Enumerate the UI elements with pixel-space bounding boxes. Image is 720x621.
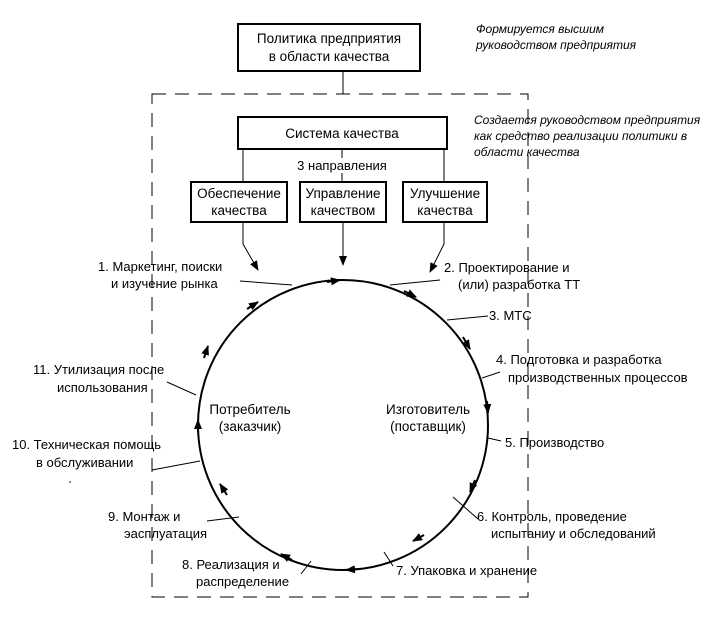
leader-6 — [452, 496, 479, 520]
quality-system-boundary — [151, 93, 529, 598]
loop-arrow — [403, 289, 417, 298]
stage-2-line-2: (или) разработка ТТ — [458, 277, 580, 292]
loop-arrow — [412, 533, 425, 542]
leader-2 — [389, 279, 441, 286]
system-note-line-3: области качества — [474, 145, 580, 159]
leader-4 — [481, 371, 501, 379]
loop-arrow — [219, 483, 229, 496]
loop-arrows — [194, 277, 492, 574]
stage-9-line-1: 9. Монтаж и — [108, 509, 180, 524]
direction-1-line-1: Обеспечение — [197, 186, 281, 201]
stage-7-line-1: 7. Упаковка и хранение — [396, 563, 537, 578]
directions-label: 3 направления — [297, 158, 387, 173]
stray-dot — [69, 481, 71, 483]
direction-box-improvement — [402, 181, 488, 223]
leader-10 — [151, 460, 201, 471]
stage-1-line-1: 1. Маркетинг, поиски — [98, 259, 222, 274]
loop-arrow — [462, 336, 471, 350]
stage-8-line-1: 8. Реализация и — [182, 557, 280, 572]
policy-box-line-2: в области качества — [269, 49, 390, 64]
leader-3 — [446, 315, 489, 321]
stage-8-line-2: распределение — [196, 574, 289, 589]
stage-10-line-1: 10. Техническая помощь — [12, 437, 161, 452]
policy-box — [237, 23, 421, 72]
stage-4-line-1: 4. Подготовка и разработка — [496, 352, 662, 367]
loop-arrow — [280, 553, 293, 562]
direction-box-management — [299, 181, 387, 223]
quality-system-label: Система качества — [285, 126, 399, 141]
stage-11-line-1: 11. Утилизация после — [33, 362, 164, 377]
stage-10-line-2: в обслуживании — [36, 455, 133, 470]
leader-9 — [206, 516, 240, 522]
loop-arrow — [483, 400, 492, 414]
loop-arrow — [326, 277, 341, 286]
stage-3-line-1: 3. МТС — [489, 308, 532, 323]
leader-5 — [487, 437, 502, 442]
quality-system-box — [237, 116, 448, 150]
loop-arrow — [469, 479, 478, 493]
stage-leaders — [151, 279, 502, 575]
direction-3-line-1: Улучшение — [410, 186, 480, 201]
consumer-line-2: (заказчик) — [219, 419, 281, 434]
consumer-line-1: Потребитель — [209, 402, 290, 417]
stage-4-line-2: производственных процессов — [508, 370, 688, 385]
stage-5-line-1: 5. Производство — [505, 435, 604, 450]
stage-11-line-2: использования — [57, 380, 148, 395]
stage-9-line-2: эасплуатация — [124, 526, 207, 541]
stage-1-line-2: и изучение рынка — [111, 276, 218, 291]
policy-note-line-2: руководством предприятия — [475, 38, 637, 52]
direction-box-assurance — [190, 181, 288, 223]
stage-6-line-1: 6. Контроль, проведение — [477, 509, 627, 524]
direction-3-line-2: качества — [417, 203, 473, 218]
stage-2-line-1: 2. Проектирование и — [444, 260, 570, 275]
policy-box-line-1: Политика предприятия — [257, 31, 401, 46]
leader-1 — [239, 280, 293, 286]
loop-arrow — [246, 301, 259, 311]
leader-11 — [166, 381, 197, 396]
system-note-line-1: Создается руководством предприятия — [474, 113, 701, 127]
arrow-assurance-to-loop — [242, 222, 259, 271]
leader-7 — [383, 551, 394, 567]
manufacturer-line-2: (поставщик) — [390, 419, 466, 434]
leader-8 — [300, 560, 312, 575]
direction-2-line-2: качеством — [311, 203, 376, 218]
policy-note-line-1: Формируется высшим — [476, 22, 604, 36]
system-note-line-2: как средство реализации политики в — [474, 129, 687, 143]
manufacturer-line-1: Изготовитель — [386, 402, 470, 417]
direction-1-line-2: качества — [211, 203, 267, 218]
arrow-improvement-to-loop — [429, 222, 445, 273]
stage-6-line-2: испытаниу и обследований — [491, 526, 656, 541]
loop-arrow — [345, 565, 359, 574]
direction-2-line-1: Управление — [305, 186, 380, 201]
loop-arrow — [201, 345, 209, 359]
